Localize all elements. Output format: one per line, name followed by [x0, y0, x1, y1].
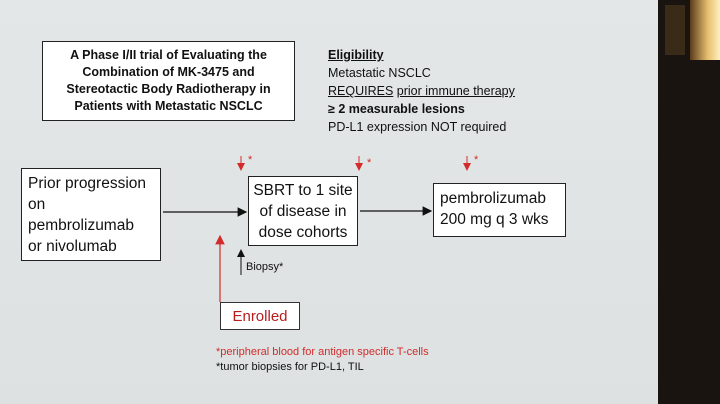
blood-sample-marker: *: [367, 157, 372, 169]
prior-line: on: [28, 196, 46, 213]
trial-title-box: A Phase I/II trial of Evaluating the Com…: [42, 41, 295, 121]
prior-progression-box: Prior progression on pembrolizumab or ni…: [21, 168, 161, 261]
prior-line: or nivolumab: [28, 238, 117, 255]
eligibility-line: REQUIRES prior immune therapy: [328, 82, 515, 100]
title-line: Patients with Metastatic NSCLC: [74, 99, 263, 113]
prior-line: pembrolizumab: [28, 217, 134, 234]
enrolled-box: Enrolled: [220, 302, 300, 330]
footnote-blood: *peripheral blood for antigen specific T…: [216, 346, 429, 358]
enrolled-label: Enrolled: [232, 307, 288, 325]
sbrt-line: dose cohorts: [258, 224, 348, 241]
eligibility-block: Eligibility Metastatic NSCLC REQUIRES pr…: [328, 46, 515, 136]
prior-line: Prior progression: [28, 175, 147, 192]
sbrt-line: SBRT to 1 site: [253, 182, 353, 199]
biopsy-label: Biopsy*: [246, 261, 284, 273]
title-line: Stereotactic Body Radiotherapy in: [66, 82, 271, 96]
pembrolizumab-box: pembrolizumab 200 mg q 3 wks: [433, 183, 566, 237]
footnote-biopsy: *tumor biopsies for PD-L1, TIL: [216, 361, 364, 373]
sbrt-line: of disease in: [259, 203, 347, 220]
eligibility-line: Metastatic NSCLC: [328, 66, 431, 80]
sbrt-box: SBRT to 1 site of disease in dose cohort…: [248, 176, 358, 246]
pembro-line: pembrolizumab: [440, 190, 546, 207]
flow-arrows: [163, 156, 471, 302]
title-line: Combination of MK-3475 and: [82, 65, 255, 79]
prior-immune-text: prior immune therapy: [396, 84, 515, 98]
slide: A Phase I/II trial of Evaluating the Com…: [0, 0, 658, 404]
pembro-line: 200 mg q 3 wks: [440, 211, 549, 228]
eligibility-line: PD-L1 expression NOT required: [328, 120, 507, 134]
blood-sample-marker: *: [248, 154, 253, 166]
eligibility-line: ≥ 2 measurable lesions: [328, 102, 465, 116]
requires-text: REQUIRES: [328, 84, 394, 98]
blood-sample-marker: *: [474, 154, 479, 166]
room-shadow: [665, 5, 685, 55]
room-light: [690, 0, 720, 60]
room-edge: [658, 0, 720, 404]
title-line: A Phase I/II trial of Evaluating the: [70, 48, 267, 62]
eligibility-heading: Eligibility: [328, 48, 384, 62]
